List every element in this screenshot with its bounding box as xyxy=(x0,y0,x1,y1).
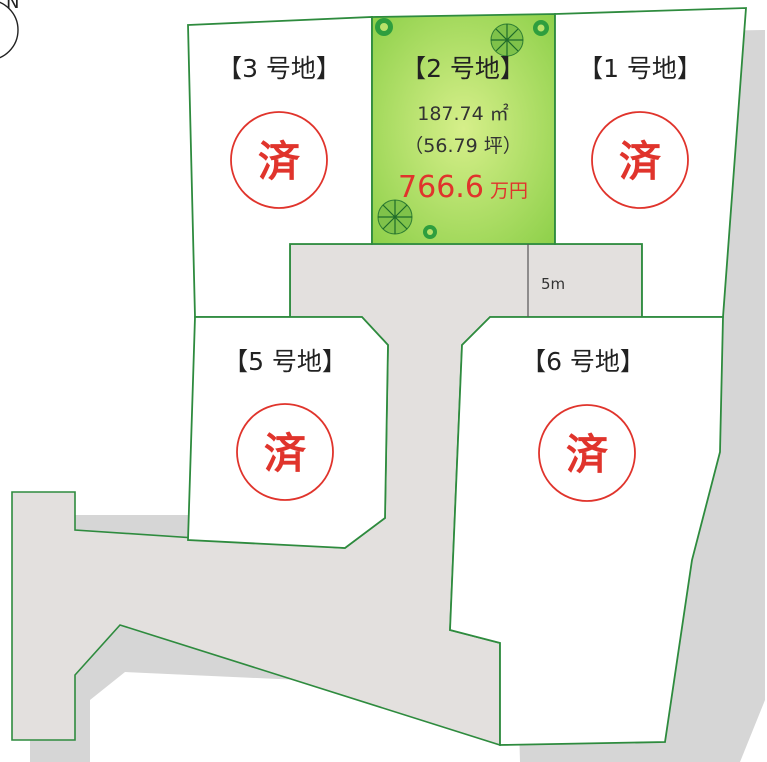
tree-icon xyxy=(375,18,393,36)
svg-text:済: 済 xyxy=(258,137,301,186)
lot-1-label: 【1 号地】 xyxy=(578,54,702,83)
lot-5-label: 【5 号地】 xyxy=(223,347,347,376)
lot-2-area-m2: 187.74 ㎡ xyxy=(417,102,509,125)
tree-icon xyxy=(490,23,524,57)
tree-icon xyxy=(423,225,437,239)
sold-stamp: 済 xyxy=(236,403,334,501)
svg-text:済: 済 xyxy=(619,137,662,186)
lot-6-parcel[interactable] xyxy=(449,316,724,746)
lot-6-label: 【6 号地】 xyxy=(521,347,645,376)
road-width-label: 5m xyxy=(541,275,565,293)
svg-text:済: 済 xyxy=(264,429,307,478)
tree-icon xyxy=(533,20,549,36)
svg-text:済: 済 xyxy=(566,430,609,479)
tree-icon xyxy=(377,199,413,235)
sold-stamp: 済 xyxy=(230,111,328,209)
north-indicator: N xyxy=(0,0,19,59)
sold-stamp: 済 xyxy=(538,404,636,502)
lot-3-label: 【3 号地】 xyxy=(217,54,341,83)
lot-2-area-tsubo: （56.79 坪） xyxy=(404,135,521,157)
sold-stamp: 済 xyxy=(591,111,689,209)
lot-2-label: 【2 号地】 xyxy=(401,54,525,83)
north-label: N xyxy=(6,0,19,13)
north-circle xyxy=(0,1,19,59)
